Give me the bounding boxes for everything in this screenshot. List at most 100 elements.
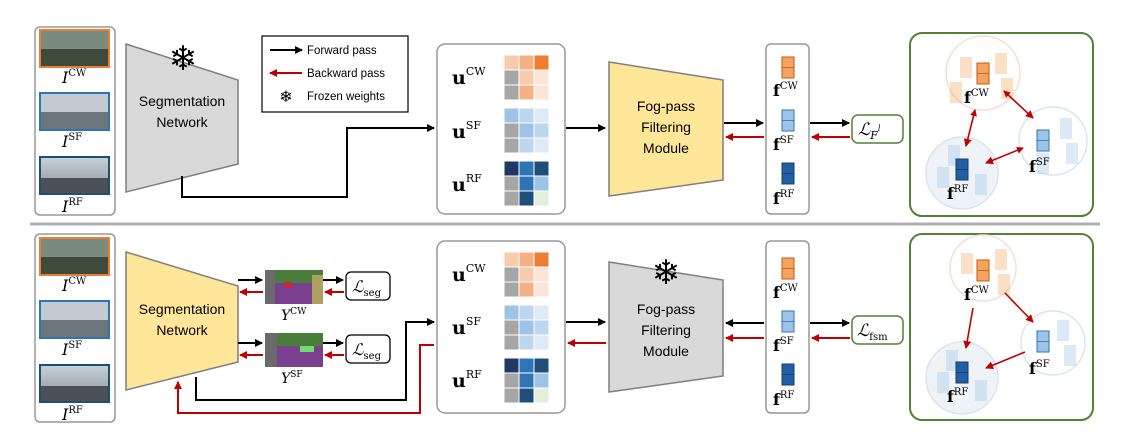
top-cluster-cw-circle [945,35,1021,111]
grid-cell [533,137,550,154]
top-row: ICW ISF IRF Segmentation Network ❄ Forwa… [34,26,1094,217]
bottom-ycw-segmap [265,270,323,304]
grid-cell [533,387,550,404]
bottom-image-sf [39,300,110,339]
bottom-image-cw [39,237,110,276]
grid-cell [518,372,535,389]
top-snowflake-icon: ❄ [169,39,198,79]
top-cluster-arrow-cw-rf [963,109,977,147]
top-cluster-sf-circle [1018,106,1088,176]
bottom-lseg1-box [345,271,391,301]
top-label-irf: IRF [61,197,83,216]
bottom-loss-box [851,315,904,345]
grid-cell [518,84,535,101]
top-image-rf [39,156,110,195]
bottom-u-sf-grid [503,304,550,351]
grid-cell [533,372,550,389]
top-f-cw-label: fCW [773,81,799,100]
bottom-cluster-cw-label: fCW [964,285,990,304]
grid-cell [533,357,550,374]
grid-cell [533,122,550,139]
grid-cell [533,266,550,283]
legend-frozen-label: Frozen weights [307,91,385,103]
grid-cell [518,69,535,86]
top-cluster-sf-label: fSF [1029,157,1050,176]
bottom-u-cw-label: uCW [452,262,486,286]
grid-cell [503,107,520,124]
bottom-u-panel [436,240,566,414]
bottom-backward-u-to-seg [174,344,434,414]
top-label-icw: ICW [61,68,87,87]
grid-cell [503,69,520,86]
bottom-fogpass-frozen [608,261,724,393]
bottom-lseg2-label: ℒseg [352,340,382,362]
top-f-panel [765,43,810,215]
top-segnet-line1: Segmentation [139,93,225,109]
legend-forward-label: Forward pass [307,45,377,57]
top-fogpass-module [608,61,724,197]
top-u-cw-label: uCW [452,65,486,89]
top-cluster-rf-label: fRF [947,184,968,203]
bottom-label-icw: ICW [61,276,87,295]
bottom-lseg2-box [345,334,391,364]
grid-cell [503,304,520,321]
grid-cell [503,334,520,351]
grid-cell [533,190,550,207]
bottom-cluster-arrow-sf-rf [985,351,1026,370]
top-cluster-cw-label: fCW [964,88,990,107]
top-fogpass-line1: Fog-pass [637,98,695,114]
bottom-label-irf: IRF [61,405,83,424]
top-loss-box [851,114,904,144]
grid-cell [518,334,535,351]
top-label-isf: ISF [61,132,82,151]
top-fogpass-line2: Filtering [641,119,691,135]
grid-cell [533,175,550,192]
grid-cell [518,319,535,336]
bottom-f-panel [765,240,810,414]
bottom-forward-seg-to-u [195,318,435,401]
grid-cell [503,319,520,336]
grid-cell [503,160,520,177]
bottom-ysf-segmap [265,333,323,367]
bottom-image-rf [39,364,110,403]
grid-cell [503,175,520,192]
grid-cell [503,54,520,71]
bottom-cluster-sf-label: fSF [1029,359,1050,378]
grid-cell [503,137,520,154]
grid-cell [533,304,550,321]
grid-cell [503,190,520,207]
top-u-sf-grid [503,107,550,154]
grid-cell [503,251,520,268]
bottom-label-isf: ISF [61,340,82,359]
bottom-segnet-line1: Segmentation [139,301,225,317]
top-image-sf [39,92,110,131]
top-segnet-line2: Network [156,114,208,130]
bottom-f-sf-label: fSF [773,336,794,355]
bottom-cluster-sf-ghosts [1057,320,1076,366]
top-u-rf-label: uRF [452,172,482,196]
grid-cell [518,137,535,154]
top-f-rf-label: fRF [773,189,794,208]
grid-cell [518,304,535,321]
grid-cell [533,160,550,177]
grid-cell [533,107,550,124]
top-fogpass-line3: Module [643,140,689,156]
grid-cell [503,122,520,139]
top-segnet-frozen [125,42,239,193]
top-forward-seg-to-u [181,124,435,198]
top-u-rf-grid [503,160,550,207]
bottom-loss-label: ℒfsm [857,321,888,343]
top-u-panel [436,43,566,215]
grid-cell [533,334,550,351]
grid-cell [518,122,535,139]
bottom-fogpass-line2: Filtering [641,322,691,338]
grid-cell [533,281,550,298]
grid-cell [503,372,520,389]
grid-cell [518,281,535,298]
bottom-u-rf-label: uRF [452,368,482,392]
bottom-row: ICW ISF IRF Segmentation Network YCW [34,233,1094,424]
bottom-u-cw-grid [503,251,550,298]
top-cluster-arrow-cw-sf [1003,90,1034,119]
legend-snowflake-icon: ❄ [279,87,292,106]
